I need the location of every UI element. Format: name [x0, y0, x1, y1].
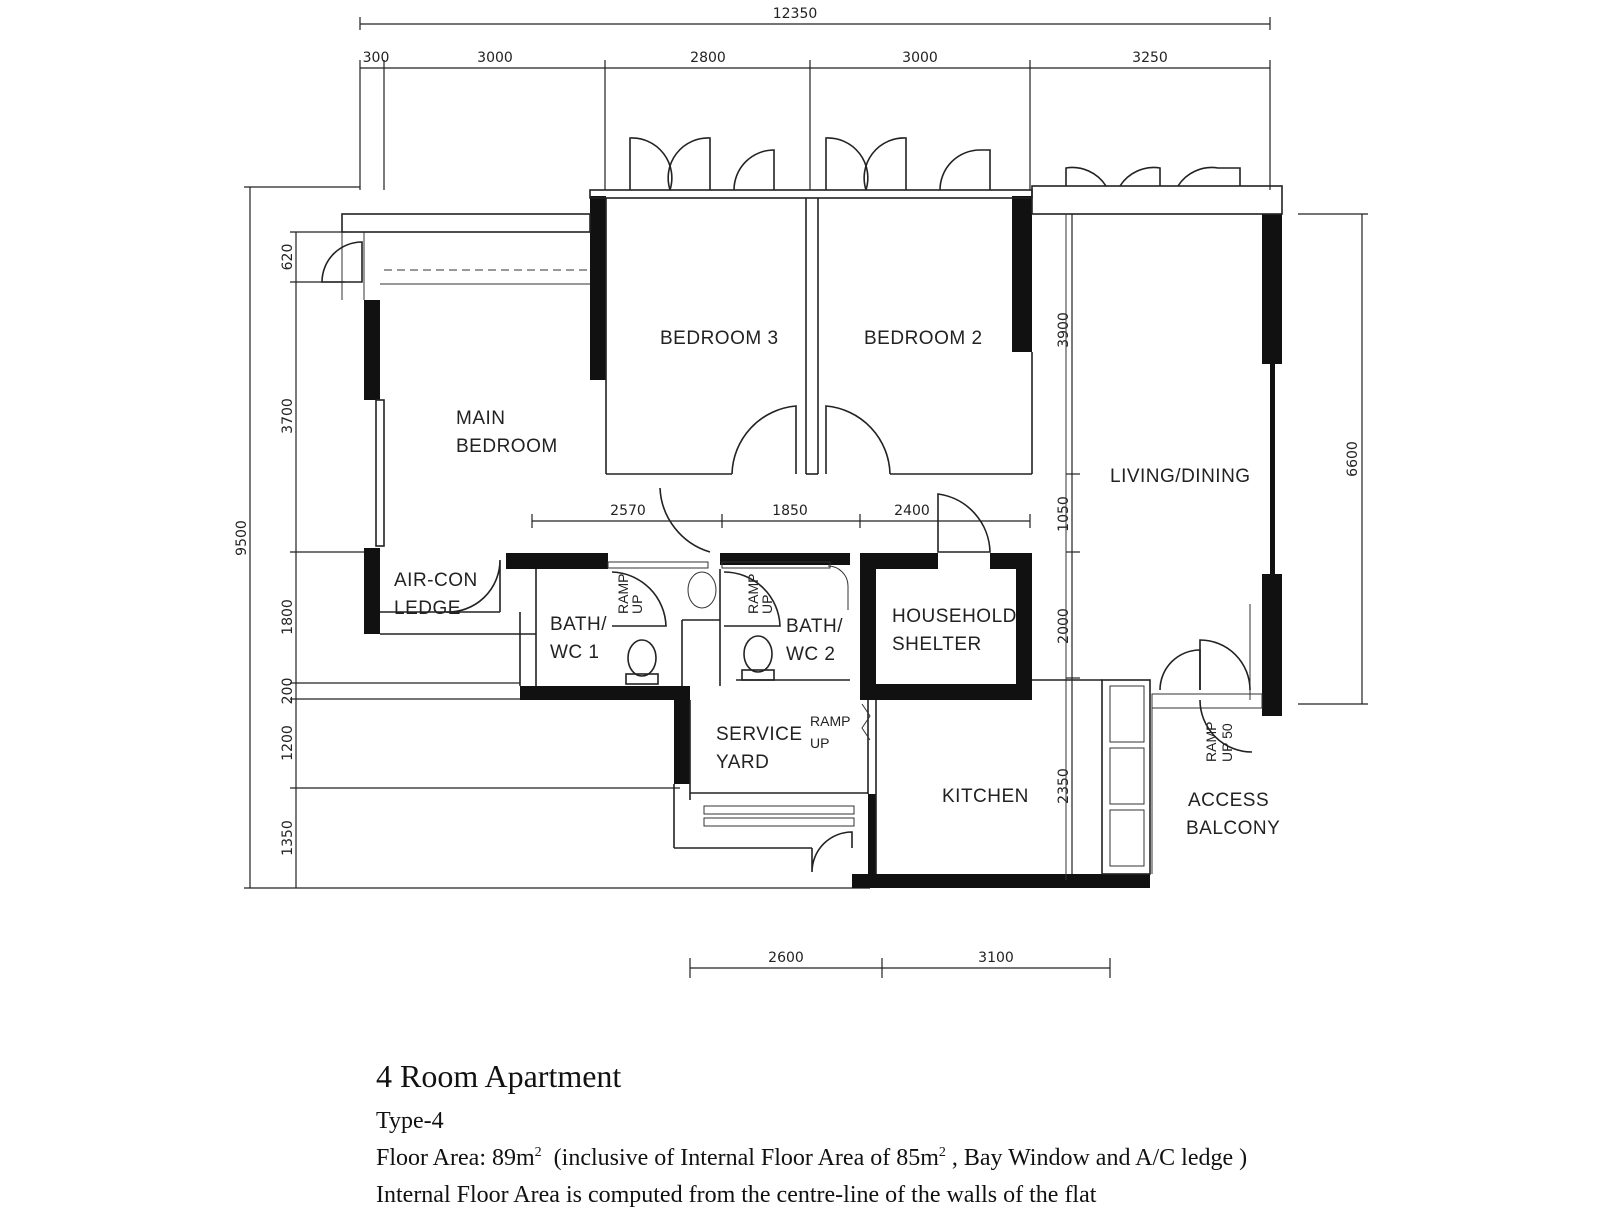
dim-left-seg-1: 620	[280, 244, 296, 271]
dim-mid-h-1: 2570	[610, 503, 646, 519]
dim-right-living: 6600	[1345, 441, 1361, 477]
plan-title: 4 Room Apartment	[376, 1058, 622, 1094]
label-aircon-ledge-1: AIR-CON	[394, 570, 478, 591]
dim-top-seg-4: 3000	[902, 50, 938, 66]
dim-mid-h-3: 2400	[894, 503, 930, 519]
dim-mid-v-1: 3900	[1056, 312, 1072, 348]
doors	[321, 137, 1253, 873]
label-ramp-bath1-2: UP	[629, 595, 645, 614]
dim-left-seg-4: 200	[280, 678, 296, 705]
label-ramp-balcony-1: RAMP	[1203, 722, 1219, 762]
label-ramp-bath2-2: UP	[759, 595, 775, 614]
dim-mid-v-3: 2000	[1056, 608, 1072, 644]
dim-left-seg-2: 3700	[280, 398, 296, 434]
dim-left-seg-6: 1350	[280, 820, 296, 856]
floor-area-mid: (inclusive of Internal Floor Area of 85m	[541, 1145, 939, 1171]
floor-area-prefix: Floor Area: 89m	[376, 1145, 535, 1171]
top-dimensions: 12350 300 3000 2800 3000 3250	[359, 6, 1271, 190]
floor-area-sup-2: 2	[938, 1145, 946, 1160]
dim-mid-v-2: 1050	[1056, 496, 1072, 532]
label-bath-2-a: BATH/	[786, 616, 843, 637]
floor-area-suffix: , Bay Window and A/C ledge )	[945, 1145, 1248, 1171]
label-bath-1-a: BATH/	[550, 614, 607, 635]
left-dimensions: 9500 620 3700 1800 200 1200 1350	[234, 186, 870, 889]
mid-vertical-dimensions: 3900 1050 2000 2350	[1056, 214, 1080, 888]
label-main-bedroom-1: MAIN	[456, 408, 506, 429]
label-bath-2-b: WC 2	[786, 644, 836, 665]
label-kitchen: KITCHEN	[942, 786, 1029, 807]
label-ramp-bath2-1: RAMP	[745, 574, 761, 614]
dim-mid-v-4: 2350	[1056, 768, 1072, 804]
label-living-dining: LIVING/DINING	[1110, 466, 1251, 487]
label-bedroom-3: BEDROOM 3	[660, 328, 779, 349]
dim-left-overall: 9500	[234, 520, 250, 556]
label-ramp-yard-1: RAMP	[810, 713, 850, 729]
label-bedroom-2: BEDROOM 2	[864, 328, 983, 349]
label-main-bedroom-2: BEDROOM	[456, 436, 558, 457]
label-service-yard-1: SERVICE	[716, 724, 803, 745]
dim-top-seg-1: 300	[363, 50, 390, 66]
room-labels: MAIN BEDROOM BEDROOM 3 BEDROOM 2 LIVING/…	[394, 328, 1280, 839]
dim-left-seg-5: 1200	[280, 725, 296, 761]
floor-plan: 12350 300 3000 2800 3000 3250 9500 620 3…	[234, 6, 1368, 978]
dim-bottom-1: 2600	[768, 950, 804, 966]
label-bath-1-b: WC 1	[550, 642, 600, 663]
dim-mid-h-2: 1850	[772, 503, 808, 519]
area-note: Internal Floor Area is computed from the…	[376, 1182, 1097, 1208]
dim-left-seg-3: 1800	[280, 599, 296, 635]
dim-top-overall: 12350	[773, 6, 818, 22]
label-shelter-2: SHELTER	[892, 634, 982, 655]
label-access-balcony-1: ACCESS	[1188, 790, 1269, 811]
label-service-yard-2: YARD	[716, 752, 769, 773]
dim-top-seg-3: 2800	[690, 50, 726, 66]
label-shelter-1: HOUSEHOLD	[892, 606, 1017, 627]
label-ramp-bath1-1: RAMP	[615, 574, 631, 614]
right-dimensions: 6600	[1298, 213, 1368, 705]
floor-area-sup-1: 2	[534, 1145, 542, 1160]
label-aircon-ledge-2: LEDGE	[394, 598, 461, 619]
floor-area: Floor Area: 89m2 (inclusive of Internal …	[376, 1145, 1247, 1172]
label-access-balcony-2: BALCONY	[1186, 818, 1280, 839]
label-ramp-balcony-2: UP 50	[1219, 723, 1235, 762]
mid-horizontal-dimensions: 2570 1850 2400	[531, 503, 1031, 528]
dim-top-seg-2: 3000	[477, 50, 513, 66]
dim-bottom-2: 3100	[978, 950, 1014, 966]
label-ramp-yard-2: UP	[810, 735, 829, 751]
bottom-dimensions: 2600 3100	[689, 950, 1111, 978]
walls	[364, 196, 1282, 888]
thin-walls	[341, 185, 1283, 880]
dim-top-seg-5: 3250	[1132, 50, 1168, 66]
plan-type: Type-4	[376, 1108, 444, 1134]
